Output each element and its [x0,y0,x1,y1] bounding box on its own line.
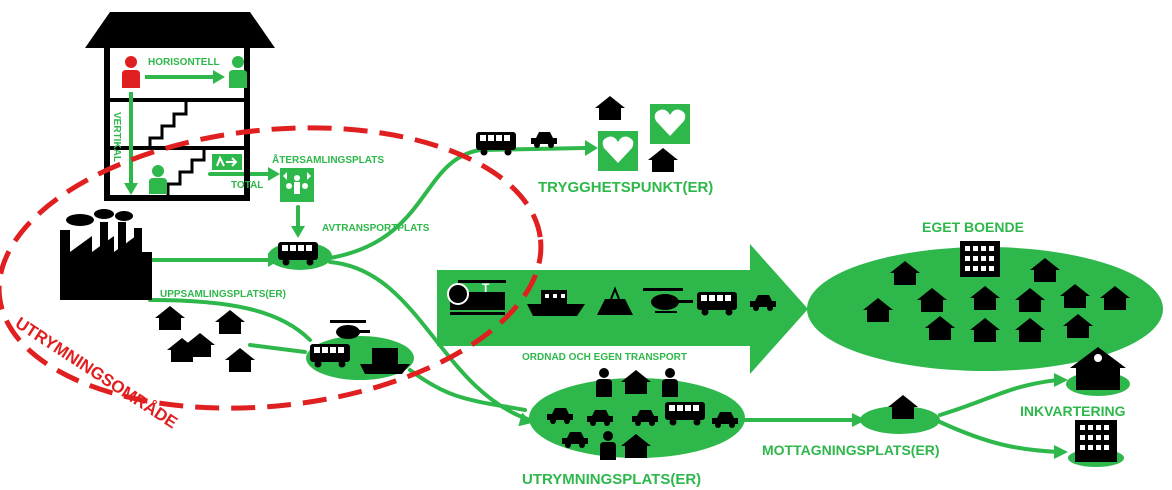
person-red-icon [122,56,140,88]
person-green-icon [229,56,247,88]
total-label: TOTAL [231,180,263,191]
metro-badge-text: T [482,281,490,295]
reception-sites-label: MOTTAGNINGSPLATS(ER) [762,442,940,458]
evacuation-area-label: UTRYMNINGSOMRÅDE [12,313,181,432]
building-icon [85,12,275,201]
own-housing-label: EGET BOENDE [922,219,1024,235]
accommodation-house-icon [1070,347,1126,390]
flow-ship-to-evac [408,368,527,412]
ship-icon [527,290,585,316]
flow-factory-to-collection [148,298,312,342]
metro-icon [447,280,506,315]
own-transport-label: ORDNAD OCH EGEN TRANSPORT [522,352,687,363]
safety-points-icons [476,96,690,172]
heart-icon [654,109,686,136]
helicopter-icon [643,288,693,313]
flow-pickup-to-safety [328,146,587,260]
reception-house-icon [888,395,918,419]
apartment-icon-housing [960,241,1000,277]
accommodation-apartment-icon [1075,420,1117,462]
flow-reception-to-apartment [938,420,1060,454]
person-green-icon [149,165,167,194]
horizontal-label: HORISONTELL [148,57,220,68]
safety-points-label: TRYGGHETSPUNKT(ER) [538,179,713,196]
collection-points-label: UPPSAMLINGSPLATS(ER) [160,289,286,300]
heart-icon [602,136,634,163]
evacuation-area-boundary [0,125,544,411]
transport-icons [447,280,776,316]
evacuation-sites-label: UTRYMNINGSPLATS(ER) [522,471,701,488]
assembly-point-sign [280,168,314,202]
flow-reception-to-house [938,378,1060,417]
collection-houses [155,306,255,372]
collection-icons [310,320,410,374]
assembly-point-label: ÅTERSAMLINGSPLATS [272,153,384,166]
tram-icon [597,286,633,315]
vertical-label: VERTIKAL [111,112,122,162]
factory-icon [60,209,152,300]
pickup-point-label: AVTRANSPORTPLATS [322,223,430,234]
accommodation-label: INKVARTERING [1020,403,1126,419]
reception-ellipse [860,406,940,434]
